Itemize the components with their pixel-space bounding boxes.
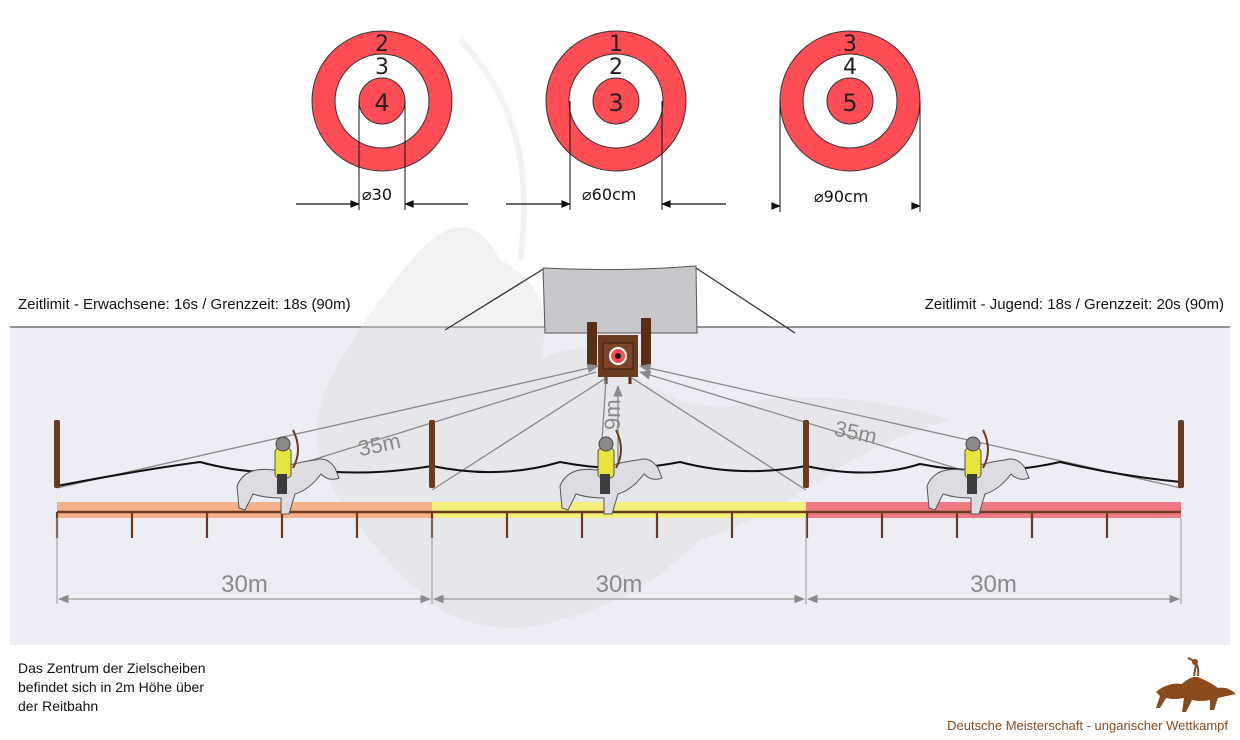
ring-score-label: 3	[843, 32, 857, 57]
ring-score-label: 3	[375, 55, 389, 80]
ring-score-label: 5	[842, 89, 857, 117]
target-1: 23 4 ⌀30	[296, 30, 468, 210]
track-segment	[806, 502, 1181, 518]
ring-score-label: 3	[608, 89, 623, 117]
track-pole	[1178, 420, 1184, 488]
target-stand	[444, 265, 796, 384]
target-3: 34 5 ⌀90cm	[779, 30, 921, 212]
adult-time-limit: Zeitlimit - Erwachsene: 16s / Grenzzeit:…	[18, 296, 351, 313]
note-line: befindet sich in 2m Höhe über	[18, 679, 204, 695]
distance-dimensions: 30m 30m 30m	[56, 518, 1182, 604]
track-segment	[432, 502, 806, 518]
horse-archer-logo	[1156, 657, 1236, 712]
poles	[54, 420, 1184, 488]
note-line: Das Zentrum der Zielscheiben	[18, 660, 206, 676]
ring-score-label: 1	[609, 32, 623, 57]
ring-score-label: 2	[375, 32, 389, 57]
track-pole	[54, 420, 60, 488]
target-2: 12 3 ⌀60cm	[506, 30, 726, 210]
horse-archer-watermark	[317, 37, 951, 629]
diameter-label: ⌀60cm	[582, 185, 636, 204]
diameter-label: ⌀90cm	[814, 187, 868, 206]
target-bullseye	[826, 77, 874, 125]
target-height-note: Das Zentrum der Zielscheiben befindet si…	[18, 659, 258, 716]
youth-time-limit: Zeitlimit - Jugend: 18s / Grenzzeit: 20s…	[924, 296, 1224, 313]
horse-rider	[559, 429, 663, 515]
ring-score-label: 2	[609, 55, 623, 80]
segment-distance-label: 30m	[970, 571, 1017, 598]
note-line: der Reitbahn	[18, 698, 99, 714]
height-label: 9m	[600, 399, 625, 430]
ring-score-label: 4	[843, 55, 857, 80]
horse-rider	[926, 429, 1030, 515]
riders	[236, 429, 1030, 515]
ring-score-label: 4	[374, 89, 389, 117]
footer-credit: Deutsche Meisterschaft - ungarischer Wet…	[947, 718, 1228, 733]
horse-rider	[236, 429, 340, 515]
segment-distance-label: 30m	[221, 571, 268, 598]
diameter-label: ⌀30	[362, 185, 392, 204]
track-pole	[429, 420, 435, 488]
segment-distance-label: 30m	[596, 571, 643, 598]
track-pole	[803, 420, 809, 488]
target-bullseye	[592, 77, 640, 125]
